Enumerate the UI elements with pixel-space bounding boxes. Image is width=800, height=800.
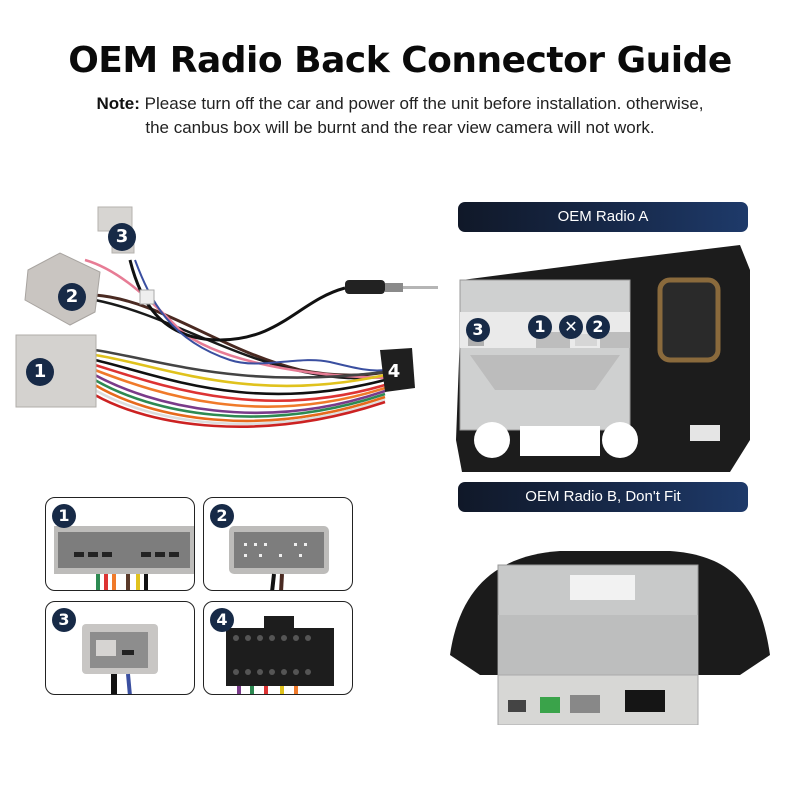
installation-note: Note: Please turn off the car and power … (40, 92, 760, 140)
wiring-harness-illustration (15, 206, 438, 428)
oem-radio-a-banner: OEM Radio A (458, 202, 748, 232)
page-title: OEM Radio Back Connector Guide (68, 40, 732, 81)
note-line-1: Please turn off the car and power off th… (144, 94, 704, 113)
panel-badge-4: 4 (210, 608, 234, 632)
radio-a-marker-2: 2 (586, 315, 610, 339)
connector-panel-2: 2 (203, 497, 353, 591)
connector-badge-4: 4 (387, 361, 401, 382)
radio-a-marker-x: ✕ (559, 315, 583, 339)
panel-badge-1: 1 (52, 504, 76, 528)
connector-panel-3: 3 (45, 601, 195, 695)
connector-panel-1: 1 (45, 497, 195, 591)
oem-radio-b-illustration (450, 551, 770, 726)
oem-radio-b-image (440, 545, 780, 726)
panel-badge-3: 3 (52, 608, 76, 632)
oem-radio-a-illustration (456, 245, 750, 472)
connector-badge-2: 2 (58, 283, 86, 311)
connector-badge-1: 1 (26, 358, 54, 386)
radio-a-marker-1: 1 (528, 315, 552, 339)
radio-a-marker-3: 3 (466, 318, 490, 342)
connector-panel-4: 4 (203, 601, 353, 695)
oem-radio-a-image: 3 1 ✕ 2 (450, 240, 780, 472)
connector-2-illustration (229, 526, 329, 590)
note-label: Note: (96, 94, 140, 113)
connector-badge-3: 3 (108, 223, 136, 251)
connector-1-illustration (54, 526, 194, 590)
note-line-2: the canbus box will be burnt and the rea… (145, 118, 655, 137)
wiring-harness-image: 3 2 1 4 (0, 190, 440, 450)
oem-radio-b-banner: OEM Radio B, Don't Fit (458, 482, 748, 512)
connector-4-illustration (226, 616, 334, 694)
panel-badge-2: 2 (210, 504, 234, 528)
connector-3-illustration (82, 624, 158, 694)
